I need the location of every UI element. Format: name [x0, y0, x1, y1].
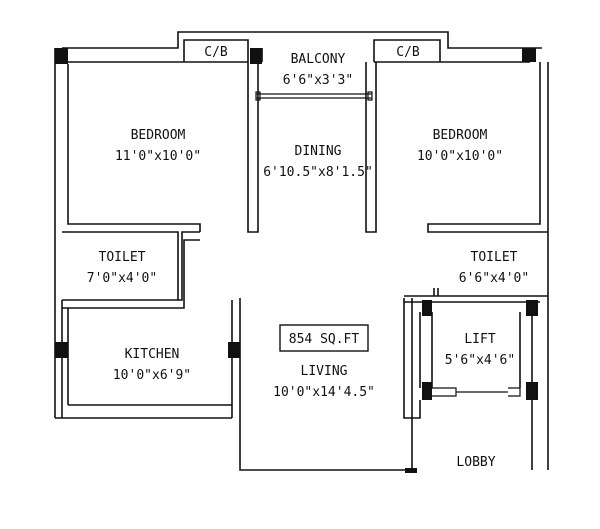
toilet-right-name: TOILET [471, 250, 518, 265]
area-label: 854 SQ.FT [289, 332, 360, 347]
area-box [279, 324, 369, 352]
toilet-left-size: 7'0"x4'0" [87, 271, 157, 286]
cb-left-label: C/B [204, 45, 228, 60]
balcony-size: 6'6"x3'3" [283, 73, 353, 88]
bedroom-right-name: BEDROOM [433, 128, 488, 143]
bedroom-left-name: BEDROOM [131, 128, 186, 143]
bedroom-left-size: 11'0"x10'0" [115, 149, 201, 164]
lift-size: 5'6"x4'6" [445, 353, 515, 368]
lift-name: LIFT [464, 332, 495, 347]
toilet-left-name: TOILET [99, 250, 146, 265]
walls [54, 31, 549, 473]
columns [55, 48, 538, 400]
kitchen-size: 10'0"x6'9" [113, 368, 191, 383]
kitchen-name: KITCHEN [125, 347, 180, 362]
toilet-right-size: 6'6"x4'0" [459, 271, 529, 286]
cb-right-label: C/B [396, 45, 420, 60]
dining-name: DINING [295, 144, 342, 159]
lobby-label: LOBBY [456, 455, 495, 470]
living-size: 10'0"x14'4.5" [273, 385, 375, 400]
balcony-name: BALCONY [291, 52, 346, 67]
living-name: LIVING [301, 364, 348, 379]
dining-size: 6'10.5"x8'1.5" [263, 165, 373, 180]
bedroom-right-size: 10'0"x10'0" [417, 149, 503, 164]
